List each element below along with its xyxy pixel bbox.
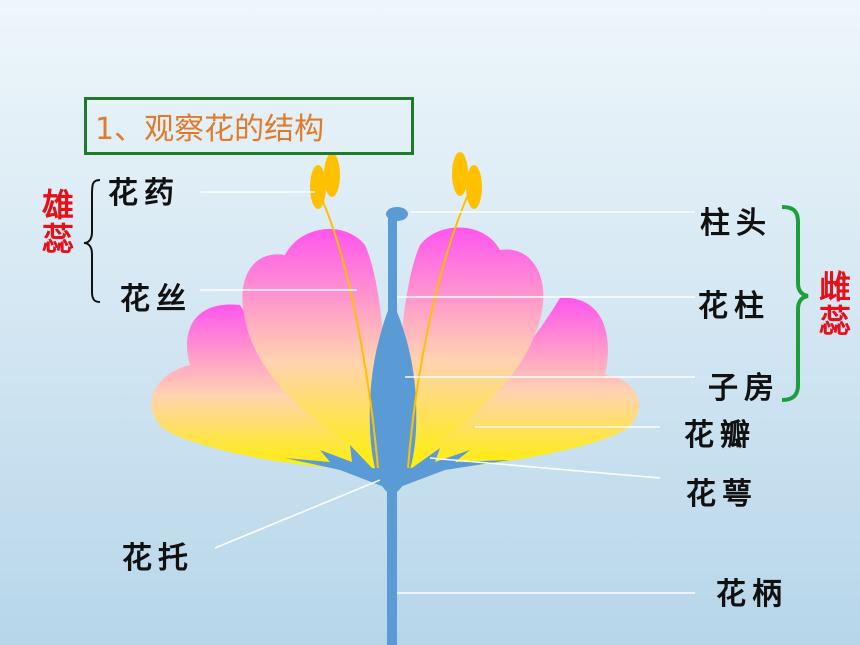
leader-lines	[200, 191, 695, 594]
anther-shape	[452, 152, 468, 196]
stamen-bracket	[83, 179, 101, 303]
label-style: 花柱	[698, 289, 770, 324]
label-filament: 花丝	[120, 282, 192, 317]
leader-line-sepal	[429, 457, 661, 479]
anther-shape	[310, 165, 326, 209]
label-sepal: 花萼	[686, 477, 758, 512]
ovary-shape	[369, 300, 417, 495]
style-shape	[388, 218, 397, 313]
sepal-right	[392, 448, 510, 490]
label-petal: 花瓣	[684, 418, 756, 453]
sepal-left	[285, 445, 392, 490]
leader-line-receptacle	[214, 479, 381, 549]
stamen-group-label: 雄蕊	[41, 186, 74, 258]
petal-back-left	[151, 304, 385, 470]
page-title: 1、观察花的结构	[84, 97, 414, 155]
label-anther: 花药	[108, 176, 180, 211]
pistil-bracket	[781, 205, 809, 402]
label-ovary: 子房	[708, 371, 780, 406]
filament-left	[319, 194, 379, 469]
label-receptacle: 花托	[122, 541, 194, 576]
anther-shape	[324, 153, 340, 197]
label-pedicel: 花柄	[716, 577, 788, 612]
anther-shape	[466, 165, 482, 209]
pistil-group-label: 雌蕊	[818, 268, 851, 340]
stigma-shape	[386, 207, 408, 221]
filament-right	[407, 189, 471, 469]
petal-front-right	[398, 227, 544, 470]
pedicel-stem	[387, 470, 397, 645]
label-stigma: 柱头	[700, 206, 772, 241]
